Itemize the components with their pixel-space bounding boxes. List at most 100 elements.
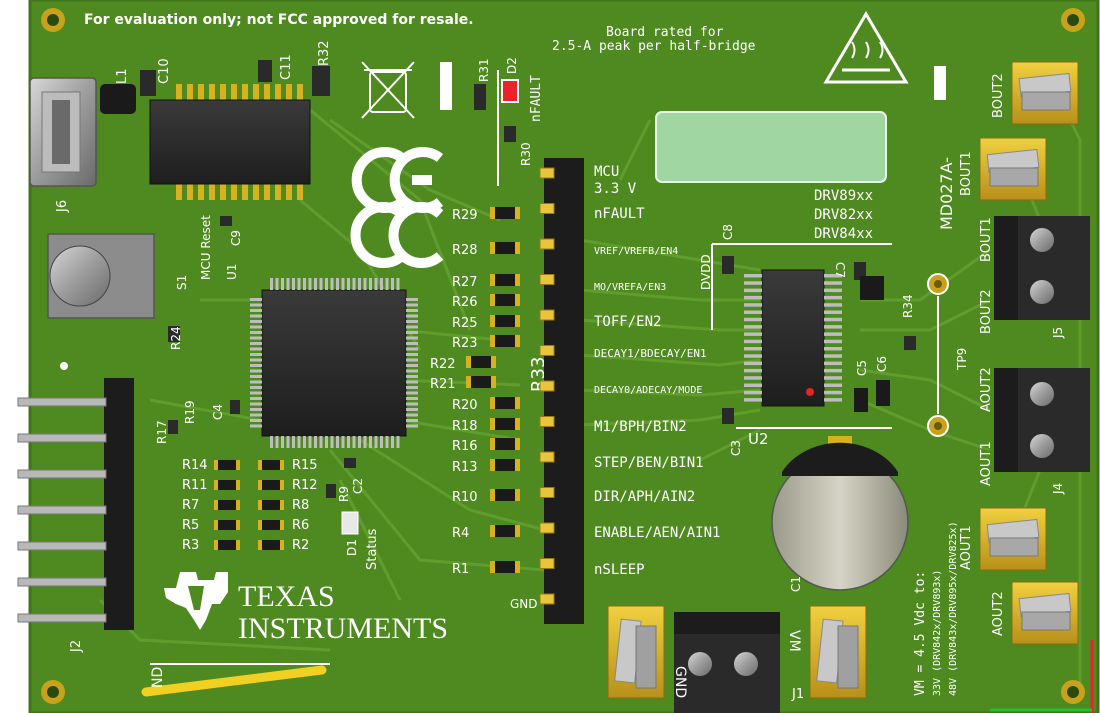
refdes-R12: R12	[292, 478, 318, 493]
refdes-C3: C3	[729, 440, 743, 456]
u2-pin	[744, 303, 762, 307]
u3-pin	[187, 84, 193, 100]
u3-pin	[286, 184, 292, 200]
smd-resistor	[258, 540, 284, 550]
smd-resistor	[214, 500, 240, 510]
header-pin	[539, 309, 555, 321]
u1-pin	[406, 331, 418, 334]
u3-pin	[286, 84, 292, 100]
u1-pin	[406, 314, 418, 318]
output-clip	[979, 137, 1047, 201]
header-pin	[539, 416, 555, 427]
smd-pad	[515, 335, 520, 347]
u1-pin	[250, 380, 262, 384]
u1-pin	[250, 408, 262, 411]
u1-pin	[406, 402, 418, 406]
refdes-R28: R28	[452, 243, 478, 258]
u1-pin	[406, 386, 418, 389]
u1-pin	[250, 325, 262, 329]
u1-pin	[352, 436, 356, 448]
u2-pin	[744, 310, 762, 314]
u3-pin	[275, 184, 281, 200]
smd-resistor	[258, 500, 284, 510]
refdes-C11: C11	[279, 54, 294, 80]
u1-pin	[250, 353, 262, 356]
smd-pad	[515, 561, 520, 573]
u2-pin	[744, 339, 762, 344]
j2-pin	[17, 613, 107, 623]
smd-pad	[491, 356, 496, 368]
driver-variant-2: DRV82xx	[814, 207, 873, 223]
j2-pin	[17, 577, 107, 587]
jumper-wire	[141, 663, 330, 697]
smd-pad	[515, 294, 520, 306]
u1-pin	[341, 278, 345, 290]
header-pin	[539, 380, 555, 392]
u1-pin	[281, 436, 284, 448]
smd-pad	[490, 335, 495, 347]
u1-pin	[250, 386, 262, 389]
u3-pin	[231, 84, 237, 100]
u1-pin	[352, 278, 356, 290]
u2-pin	[744, 368, 762, 373]
u1-pin	[330, 436, 334, 448]
u1-pin	[406, 298, 418, 301]
u1-pin	[374, 436, 378, 448]
smd-pad	[490, 561, 495, 573]
smd-pad	[236, 500, 240, 510]
smd-pad	[236, 520, 240, 530]
u1-pin	[406, 375, 418, 378]
j2-pin	[17, 505, 107, 515]
smd-pad	[515, 525, 520, 537]
ti-logo-line1: Texas	[238, 580, 335, 613]
smd-pad	[490, 207, 495, 219]
header-pin	[539, 451, 555, 463]
u1-pin	[319, 436, 323, 448]
u1-pin	[314, 278, 317, 290]
u1-pin	[406, 369, 418, 373]
refdes-J4: J4	[1051, 483, 1065, 495]
refdes-U2: U2	[748, 430, 769, 448]
u2-pin	[824, 376, 842, 380]
signal-vref: VREF/VREFB/EN4	[594, 246, 678, 257]
u2-pin	[824, 295, 842, 300]
u2-pin	[744, 317, 762, 322]
smd-pad	[490, 397, 495, 409]
rating-notice-line1: Board rated for	[606, 25, 724, 40]
nd-label: ND	[150, 667, 166, 688]
header-pin	[539, 203, 555, 214]
u3-pin	[242, 84, 248, 100]
u1-pin	[363, 436, 367, 448]
refdes-R1: R1	[452, 562, 469, 577]
u2-pin	[744, 354, 762, 358]
clip-spring	[989, 537, 1039, 557]
header-pin	[539, 593, 555, 605]
u1-pin	[292, 436, 295, 448]
u1-pin	[303, 436, 306, 448]
signal-dir: DIR/APH/AIN2	[594, 489, 695, 505]
refdes-R16: R16	[452, 439, 478, 454]
smd-pad	[515, 242, 520, 254]
smd-pad	[515, 489, 520, 501]
signal-resistor	[490, 207, 520, 219]
signal-resistor	[490, 459, 520, 471]
u1-pin	[406, 336, 418, 340]
mcu-reset-button[interactable]	[47, 233, 155, 319]
clip-spring	[1021, 611, 1071, 631]
label-window	[655, 111, 887, 183]
refdes-R34: R34	[901, 294, 915, 318]
signal-name-labels: nFAULT VREF/VREFB/EN4 MO/VREFA/EN3 TOFF/…	[594, 206, 720, 578]
u1-pin	[250, 413, 262, 417]
u1-pin	[336, 436, 339, 448]
smd-resistor	[214, 460, 240, 470]
u1-pin	[406, 358, 418, 362]
signal-resistor	[490, 242, 520, 254]
u1-pin	[314, 436, 317, 448]
j2-pin	[17, 433, 107, 443]
u1-pin	[347, 278, 350, 290]
u2-pin	[824, 339, 842, 344]
refdes-S1: S1	[175, 275, 189, 290]
smd-pad	[490, 274, 495, 286]
smd-pad	[490, 459, 495, 471]
